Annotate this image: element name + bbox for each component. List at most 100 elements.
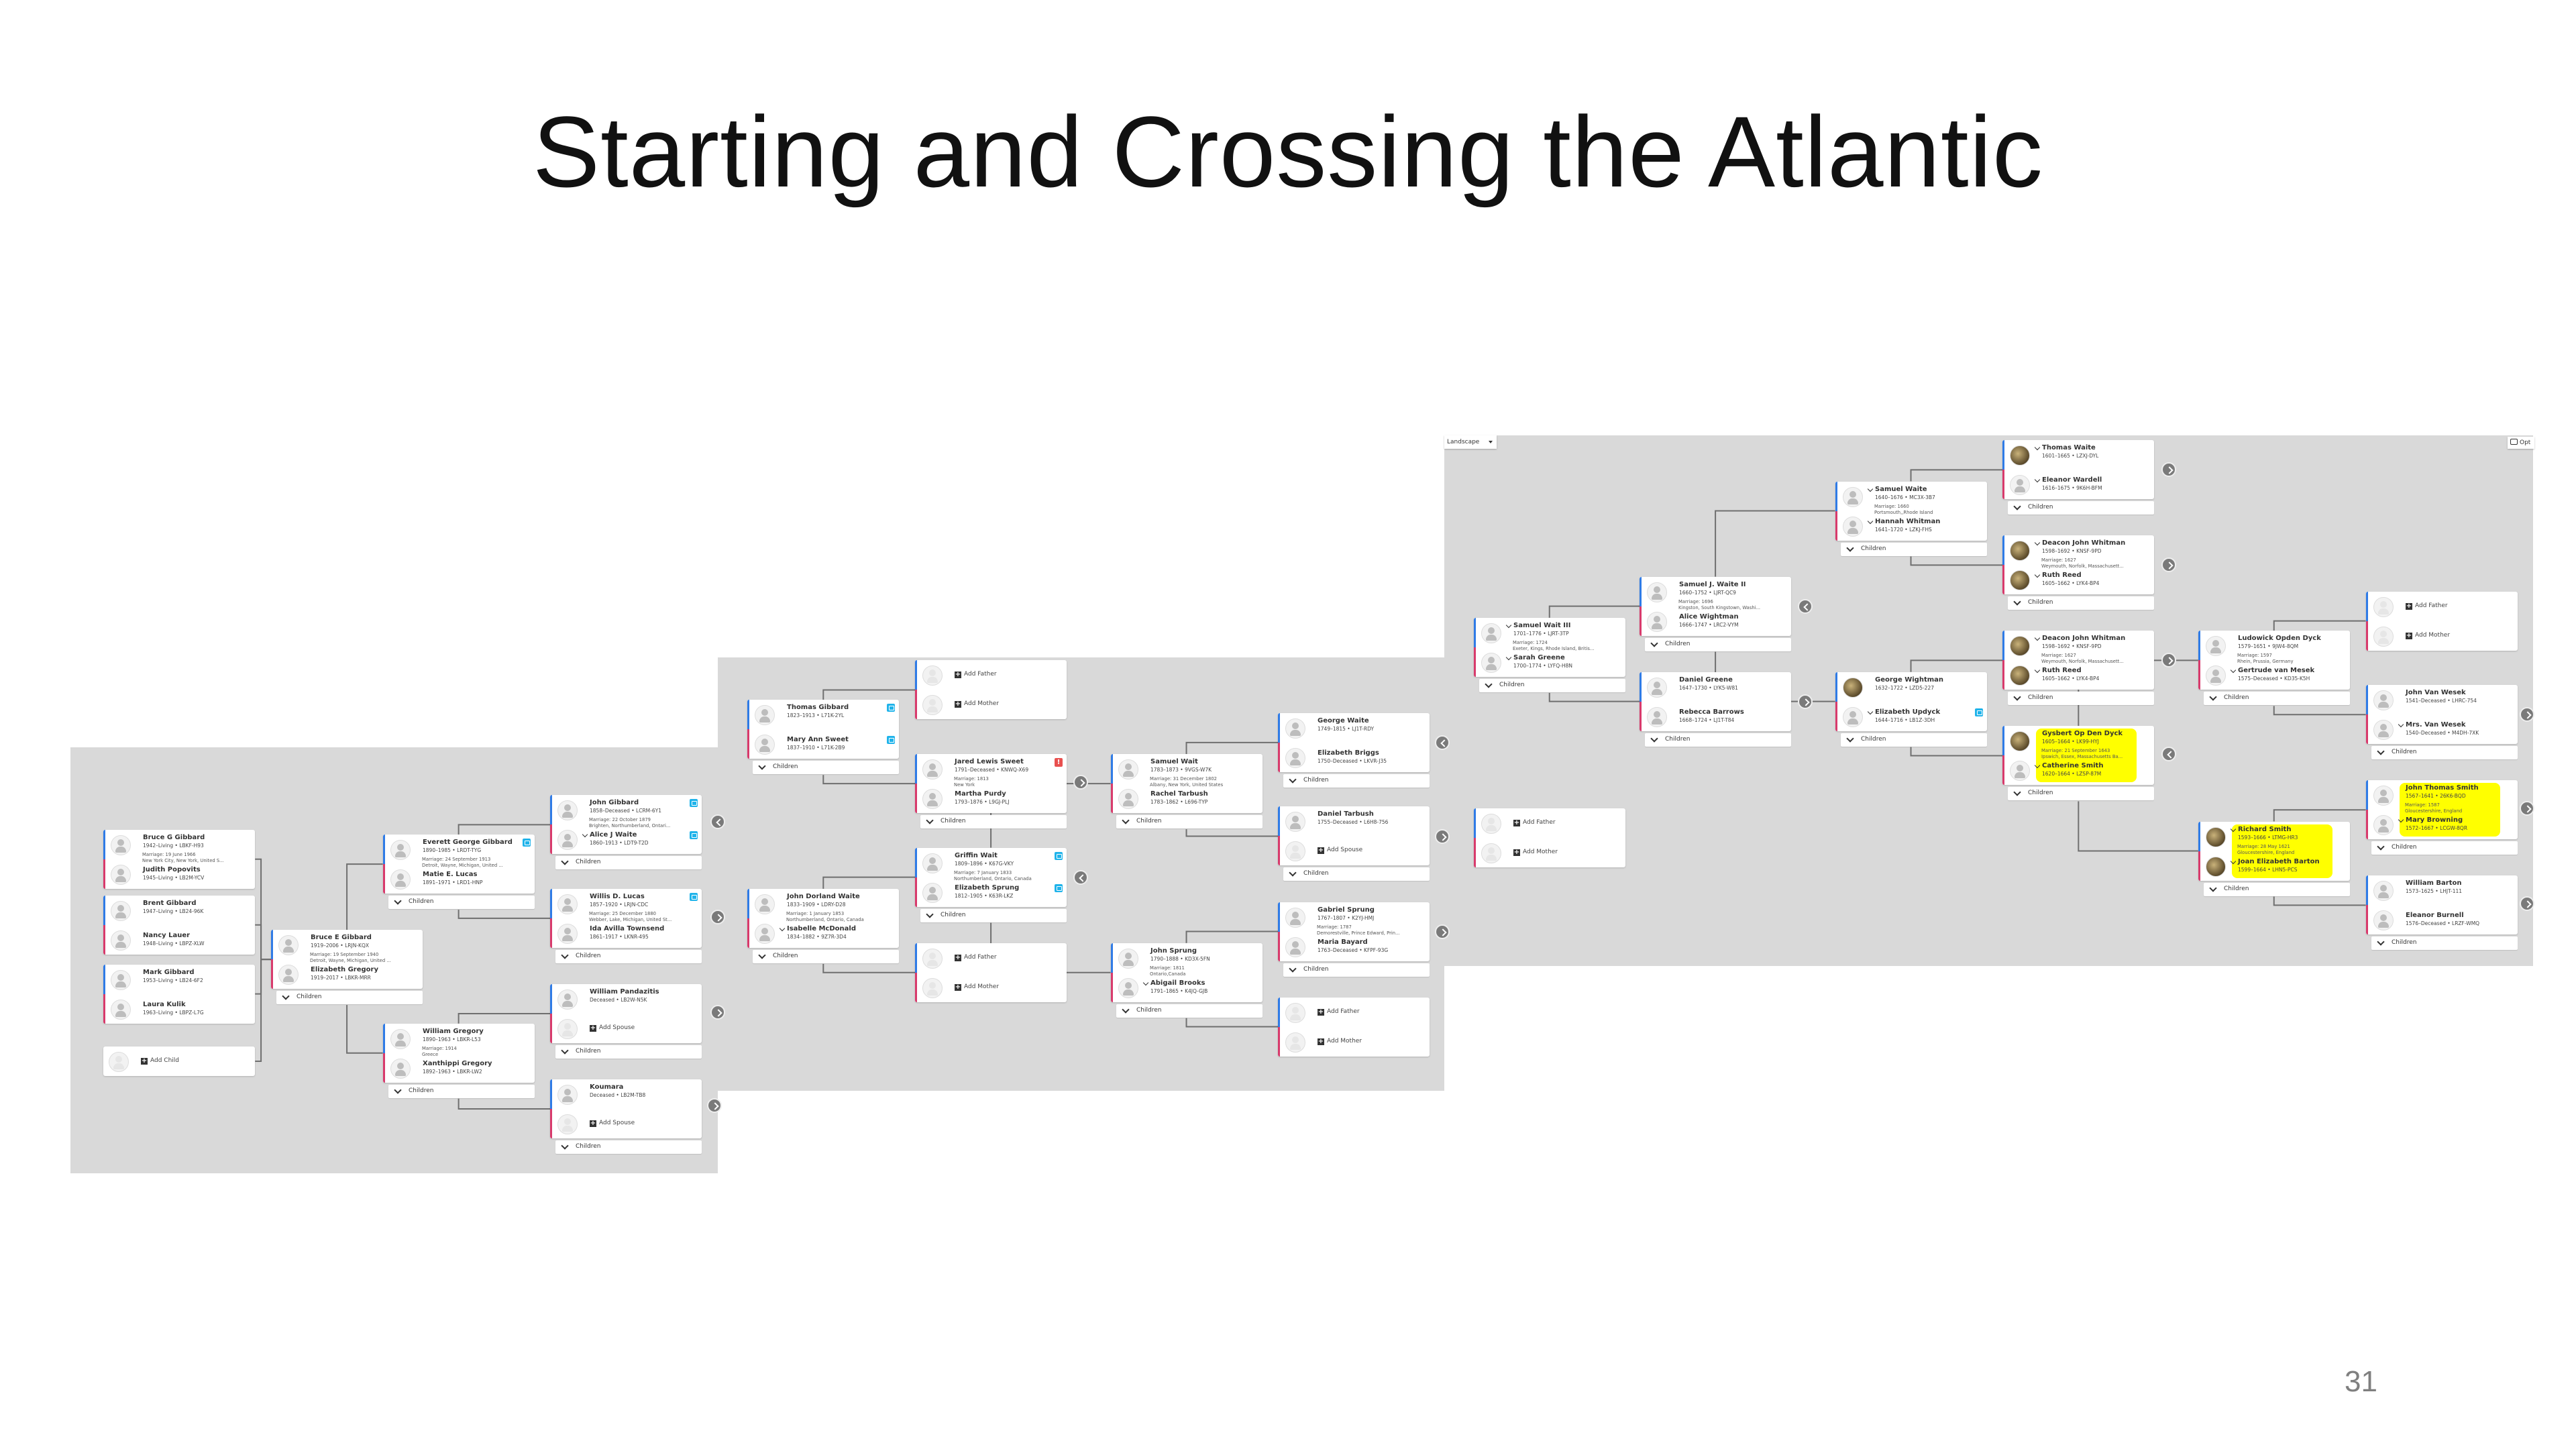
person-name[interactable]: Alice Wightman (1679, 613, 1739, 621)
person-name[interactable]: John Gibbard (590, 799, 639, 806)
person-name[interactable]: William Pandazitis (590, 988, 659, 996)
person-name[interactable]: John Van Wesek (2406, 689, 2466, 696)
expand-chevron-icon[interactable] (2034, 635, 2041, 641)
person-name[interactable]: Daniel Greene (1679, 676, 1733, 684)
record-hint-icon[interactable] (690, 799, 698, 807)
person-name[interactable]: John Dorland Waite (787, 893, 860, 900)
expand-chevron-right-icon[interactable] (707, 1098, 722, 1113)
person-name[interactable]: Maria Bayard (1318, 938, 1368, 946)
add-child-card[interactable]: +Add Child (103, 1046, 255, 1076)
person-name[interactable]: Martha Purdy (955, 790, 1006, 798)
person-name[interactable]: Nancy Lauer (143, 932, 191, 939)
person-name[interactable]: Gertrude van Mesek (2238, 667, 2315, 674)
person-name[interactable]: Rebecca Barrows (1679, 708, 1744, 716)
person-name[interactable]: Xanthippi Gregory (423, 1060, 492, 1067)
collapse-chevron-left-icon[interactable] (1798, 599, 1813, 614)
children-toggle[interactable]: Children (1283, 867, 1430, 881)
person-name[interactable]: Alice J Waite (590, 831, 637, 839)
expand-chevron-right-icon[interactable] (710, 910, 725, 924)
person-name[interactable]: Sarah Greene (1513, 654, 1565, 661)
children-toggle[interactable]: Children (2008, 596, 2154, 610)
add-parents-card[interactable]: +Add Father+Add Mother (1474, 808, 1625, 867)
person-name[interactable]: Richard Smith (2238, 826, 2292, 833)
add-child-row[interactable]: +Add Child (103, 1046, 255, 1076)
expand-chevron-icon[interactable] (2398, 816, 2404, 823)
expand-chevron-icon[interactable] (1867, 518, 1874, 525)
collapse-chevron-left-icon[interactable] (1435, 735, 1450, 750)
children-toggle[interactable]: Children (920, 909, 1067, 922)
person-name[interactable]: Bruce G Gibbard (143, 834, 205, 841)
options-button[interactable]: Opt (2508, 437, 2534, 449)
father-row[interactable]: +Add Father (915, 943, 1067, 973)
add-person-button[interactable]: +Add Mother (2406, 632, 2450, 639)
person-name[interactable]: Samuel J. Waite II (1679, 581, 1746, 588)
add-person-button[interactable]: +Add Spouse (590, 1120, 635, 1127)
person-name[interactable]: Mark Gibbard (143, 969, 195, 976)
expand-chevron-icon[interactable] (2034, 572, 2041, 578)
person-name[interactable]: Matie E. Lucas (423, 871, 478, 878)
person-name[interactable]: Jared Lewis Sweet (955, 758, 1024, 765)
record-hint-icon[interactable] (887, 704, 895, 712)
father-row[interactable]: +Add Father (1278, 998, 1430, 1027)
person-name[interactable]: Griffin Wait (955, 852, 998, 859)
expand-chevron-right-icon[interactable] (1435, 924, 1450, 939)
add-parents-card[interactable]: +Add Father+Add Mother (915, 660, 1067, 719)
person-name[interactable]: William Gregory (423, 1028, 484, 1035)
children-toggle[interactable]: Children (555, 950, 702, 963)
mother-row[interactable]: +Add Spouse (1278, 836, 1430, 865)
add-person-button[interactable]: +Add Mother (1513, 849, 1558, 856)
expand-chevron-right-icon[interactable] (1435, 829, 1450, 844)
children-toggle[interactable]: Children (2371, 746, 2518, 759)
expand-chevron-icon[interactable] (779, 925, 786, 932)
children-toggle[interactable]: Children (555, 1140, 702, 1154)
add-child-button[interactable]: +Add Child (141, 1057, 179, 1065)
children-toggle[interactable]: Children (555, 856, 702, 869)
view-select-dropdown[interactable]: Landscape (1444, 435, 1497, 449)
add-parents-card[interactable]: +Add Father+Add Mother (1278, 998, 1430, 1057)
children-toggle[interactable]: Children (2008, 787, 2154, 800)
person-name[interactable]: Ludowick Opden Dyck (2238, 635, 2321, 642)
children-toggle[interactable]: Children (1645, 638, 1791, 651)
children-toggle[interactable]: Children (1283, 963, 1430, 977)
expand-chevron-icon[interactable] (1867, 708, 1874, 715)
